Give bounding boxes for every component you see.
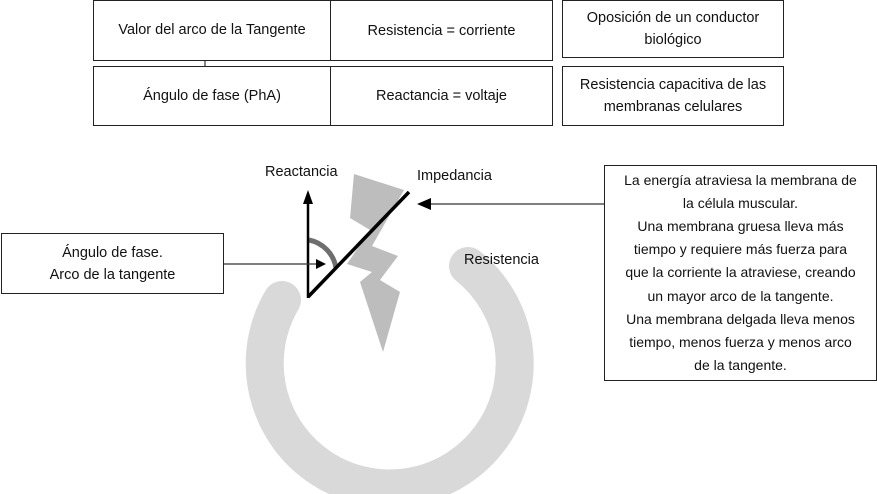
- label-reactancia: Reactancia: [265, 164, 338, 180]
- explanation-line-2: la célula muscular.: [682, 194, 799, 211]
- cell-resistance-current-text: Resistencia = corriente: [367, 22, 516, 39]
- lightning-bolt-icon: [347, 174, 404, 352]
- cell-membrane-capacitance-line-1: Resistencia capacitiva de las: [579, 77, 767, 93]
- phase-angle-arc: [308, 237, 339, 269]
- cell-phase-angle-text: Ángulo de fase (PhA): [143, 88, 281, 104]
- phase-angle-box-line-2: Arco de la tangente: [49, 266, 176, 283]
- membrane-explanation-box: La energía atraviesa la membrana de la c…: [604, 165, 877, 381]
- label-impedancia: Impedancia: [417, 168, 492, 184]
- left-box-pointer-head: [316, 259, 326, 269]
- cell-resistance-current: Resistencia = corriente: [330, 0, 553, 61]
- explanation-line-3: Una membrana gruesa lleva más: [637, 217, 844, 234]
- cell-arc-tangent-value-text: Valor del arco de la Tangente: [118, 22, 306, 38]
- explanation-line-7: Una membrana delgada lleva menos: [626, 310, 855, 327]
- cell-reactance-voltage-text: Reactancia = voltaje: [376, 88, 507, 104]
- explanation-line-1: La energía atraviesa la membrana de: [624, 171, 857, 188]
- cell-arc-tangent-value: Valor del arco de la Tangente: [93, 0, 331, 61]
- phase-angle-box: Ángulo de fase. Arco de la tangente: [1, 233, 224, 294]
- phase-angle-box-line-1: Ángulo de fase.: [62, 244, 163, 261]
- resistance-ring: [245, 247, 534, 494]
- explanation-line-8: tiempo, menos fuerza y menos arco: [629, 334, 852, 350]
- right-box-pointer-head: [417, 198, 431, 210]
- explanation-line-5: que la corriente la atraviese, creando: [625, 264, 856, 281]
- label-resistencia: Resistencia: [464, 252, 539, 268]
- explanation-line-6: un mayor arco de la tangente.: [647, 287, 834, 304]
- explanation-line-9: de la tangente.: [694, 357, 787, 374]
- cell-biological-conductor-line-2: biológico: [644, 32, 702, 48]
- impedance-vector: [306, 190, 411, 299]
- cell-reactance-voltage: Reactancia = voltaje: [330, 66, 553, 126]
- explanation-line-4: tiempo y requiere más fuerza para: [633, 241, 848, 258]
- reactance-arrowhead: [303, 190, 313, 204]
- cell-phase-angle: Ángulo de fase (PhA): [93, 66, 331, 126]
- cell-membrane-capacitance-line-2: membranas celulares: [603, 99, 743, 115]
- cell-biological-conductor-line-1: Oposición de un conductor: [586, 10, 760, 26]
- cell-membrane-capacitance: Resistencia capacitiva de las membranas …: [562, 66, 784, 126]
- cell-biological-conductor: Oposición de un conductor biológico: [562, 0, 784, 58]
